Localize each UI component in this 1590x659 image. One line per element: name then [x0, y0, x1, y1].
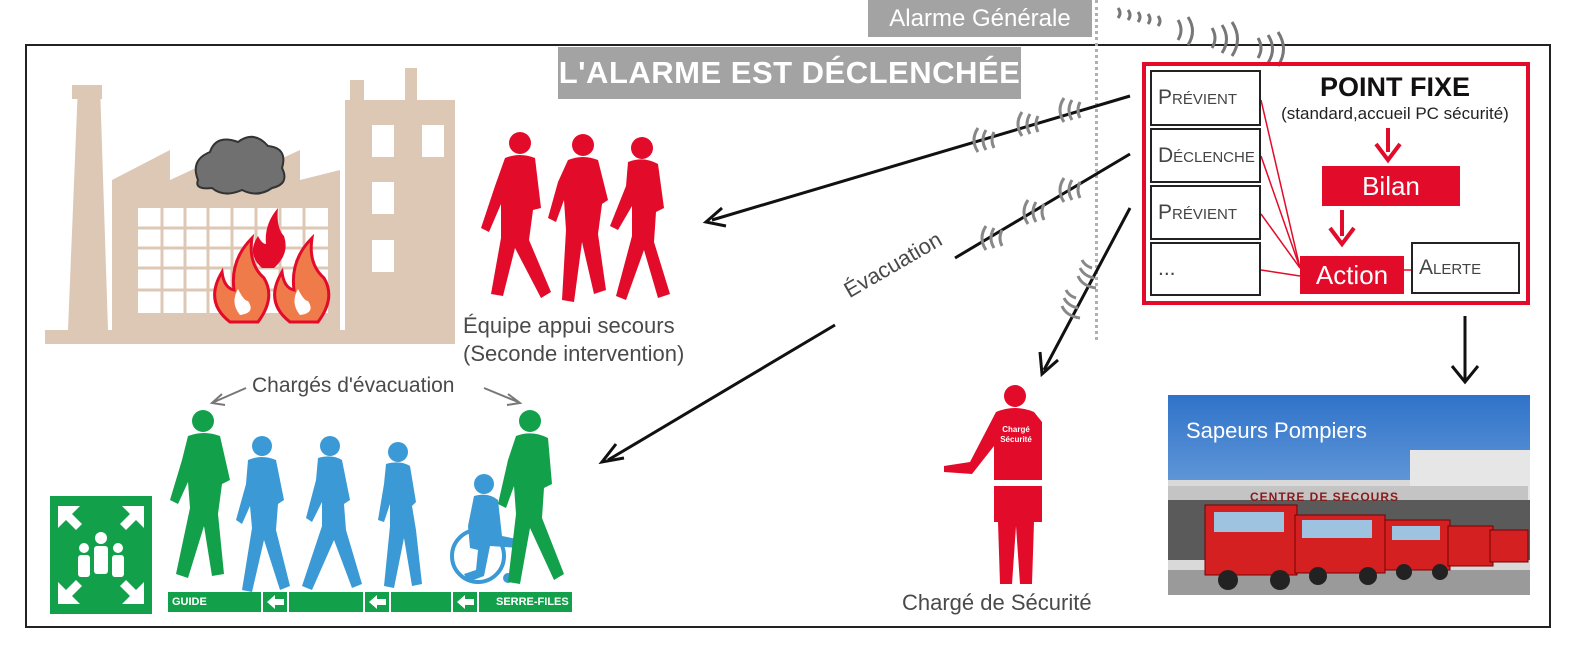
point-fixe-title: POINT FIXE	[1319, 72, 1471, 102]
serre-files-label: SERRE-FILES	[496, 596, 569, 608]
evacuee-person-icon	[236, 436, 290, 592]
action-box-previent-2: Prévient	[1150, 185, 1261, 240]
alarm-signal-icon	[1116, 7, 1285, 67]
guide-label: GUIDE	[172, 596, 207, 608]
security-officer-label: Chargé de Sécurité	[902, 590, 1092, 615]
action-box-declenche: Déclenche	[1150, 128, 1261, 183]
alerte-box: Alerte	[1411, 242, 1520, 294]
action-box-more: ...	[1150, 242, 1261, 296]
action-box: Action	[1300, 256, 1404, 294]
point-fixe-subtitle: (standard,accueil PC sécurité)	[1281, 104, 1509, 123]
support-team-label-line1: Équipe appui secours	[463, 313, 675, 338]
red-down-arrows	[1328, 128, 1402, 248]
arrow-evacuation	[598, 152, 1131, 465]
exit-direction-bar	[168, 592, 572, 612]
arrow-to-firefighters	[1450, 316, 1480, 385]
person-icon	[548, 134, 608, 302]
evacuee-person-icon	[378, 442, 422, 588]
station-sign: CENTRE DE SECOURS	[1250, 490, 1400, 504]
signal-waves-icon	[972, 97, 1097, 320]
diagram-frame	[25, 44, 1551, 628]
security-vest-label: Chargé Sécurité	[994, 425, 1038, 445]
security-vest-line1: Chargé	[1002, 425, 1030, 434]
firefighters-label: Sapeurs Pompiers	[1186, 418, 1367, 443]
factory-icon	[45, 68, 455, 344]
alarm-general-banner: Alarme Générale	[868, 0, 1092, 37]
arrow-to-support-team	[702, 94, 1131, 228]
action-box-previent-1: Prévient	[1150, 70, 1261, 126]
security-officer-icon	[944, 385, 1042, 584]
guide-person-icon	[170, 410, 230, 578]
assembly-point-icon	[50, 496, 152, 614]
person-icon	[481, 132, 551, 298]
serre-files-person-icon	[498, 410, 564, 584]
evacuee-person-icon	[302, 436, 362, 590]
wheelchair-person-icon	[450, 474, 522, 584]
arrow-left-icon	[267, 595, 474, 609]
fire-icon	[213, 208, 331, 324]
bilan-box: Bilan	[1322, 166, 1460, 206]
person-icon	[610, 137, 670, 300]
support-team-icon	[481, 132, 670, 302]
support-team-label: Équipe appui secours (Seconde interventi…	[463, 312, 684, 368]
security-vest-line2: Sécurité	[1000, 435, 1032, 444]
evac-managers-arrows	[209, 387, 523, 406]
point-fixe-connectors	[1260, 99, 1412, 277]
evac-managers-label: Chargés d'évacuation	[252, 374, 455, 397]
support-team-label-line2: (Seconde intervention)	[463, 341, 685, 366]
point-fixe-panel	[1142, 62, 1530, 305]
evacuation-group	[170, 410, 564, 592]
arrow-to-security-officer	[1038, 207, 1132, 378]
page-title: L'ALARME EST DÉCLENCHÉE	[558, 47, 1021, 99]
fire-station-photo	[1168, 395, 1530, 595]
smoke-cloud-icon	[194, 135, 286, 195]
alarm-dotted-line	[1095, 0, 1098, 340]
